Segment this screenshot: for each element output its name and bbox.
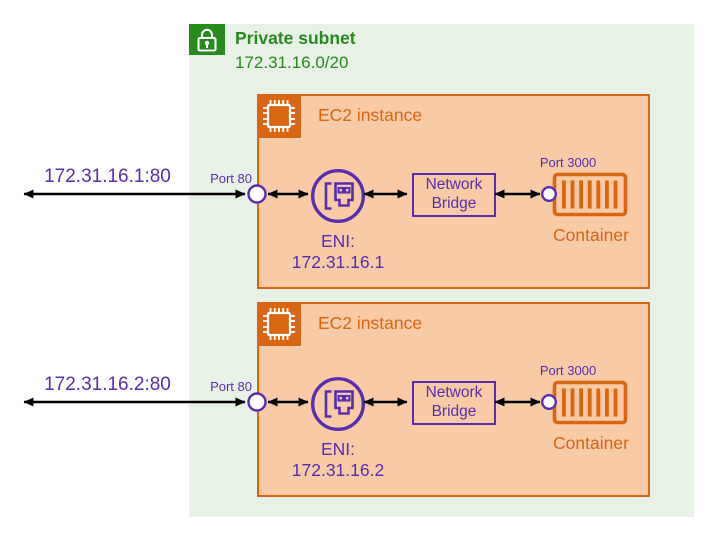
container-icon bbox=[552, 172, 628, 217]
lock-icon bbox=[197, 28, 217, 52]
eni-icon bbox=[311, 377, 365, 431]
eni-ip: 172.31.16.1 bbox=[291, 252, 385, 272]
eni-port-label: Port 80 bbox=[210, 379, 252, 394]
container-icon bbox=[552, 380, 628, 425]
ec2-instance-box-2: EC2 instance ENI: 172.31.16.2 Network Br… bbox=[257, 302, 650, 497]
external-endpoint-label: 172.31.16.1:80 bbox=[44, 166, 171, 187]
ec2-chip-badge bbox=[257, 94, 301, 138]
eni-label: ENI: bbox=[320, 231, 356, 251]
ec2-chip-icon bbox=[263, 100, 295, 132]
container-label: Container bbox=[553, 433, 629, 453]
container-port-label: Port 3000 bbox=[539, 363, 597, 378]
network-bridge-box: Network Bridge bbox=[412, 173, 496, 217]
ec2-chip-badge bbox=[257, 302, 301, 346]
eni-ip: 172.31.16.2 bbox=[291, 460, 385, 480]
ec2-title: EC2 instance bbox=[318, 313, 423, 333]
eni-label: ENI: bbox=[320, 439, 356, 459]
external-endpoint-label: 172.31.16.2:80 bbox=[44, 374, 171, 395]
eni-port-label: Port 80 bbox=[210, 171, 252, 186]
ec2-instance-box-1: EC2 instance ENI: 172.31.16.1 Network Br… bbox=[257, 94, 650, 289]
network-bridge-box: Network Bridge bbox=[412, 381, 496, 425]
container-port-label: Port 3000 bbox=[539, 155, 597, 170]
subnet-cidr: 172.31.16.0/20 bbox=[235, 53, 349, 72]
subnet-title: Private subnet bbox=[235, 28, 356, 48]
eni-icon bbox=[311, 169, 365, 223]
container-label: Container bbox=[553, 225, 629, 245]
ec2-chip-icon bbox=[263, 308, 295, 340]
ec2-title: EC2 instance bbox=[318, 105, 423, 125]
lock-badge bbox=[189, 24, 225, 55]
